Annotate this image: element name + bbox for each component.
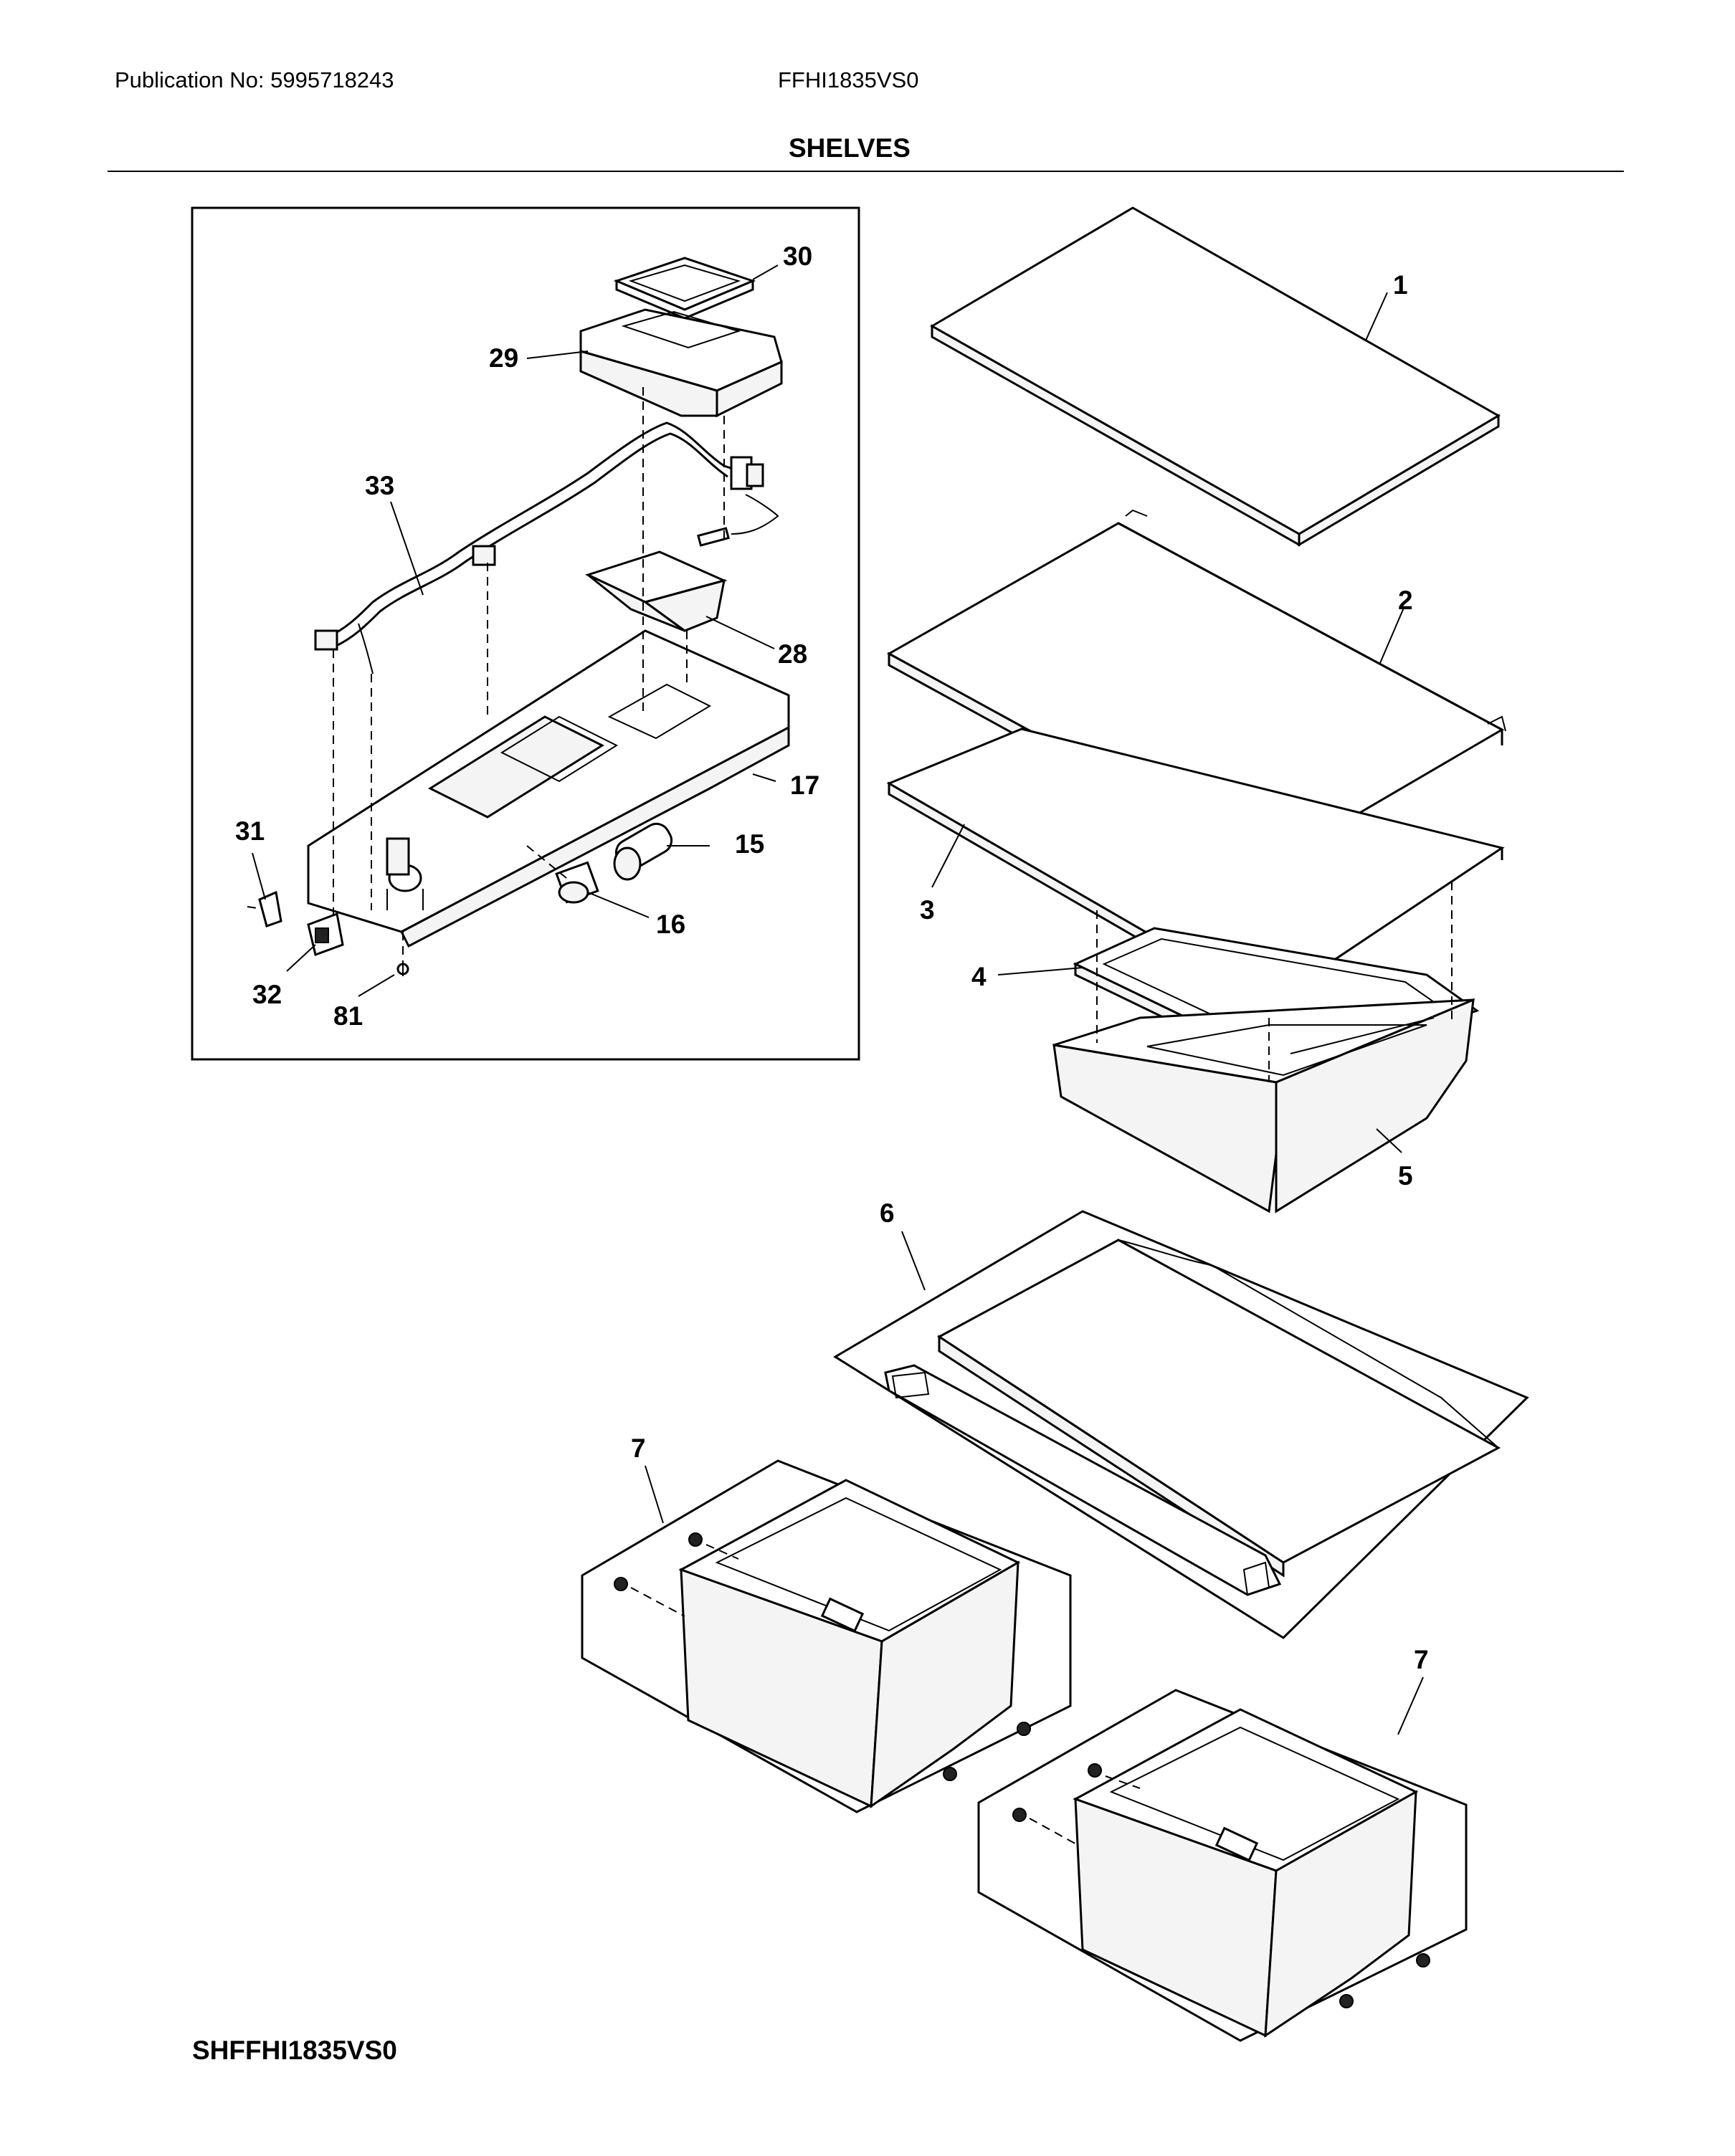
header-divider [108, 171, 1624, 172]
callout-28: 28 [778, 639, 807, 669]
part-6-inset [833, 1210, 1529, 1639]
part-7b-inset [977, 1689, 1468, 2042]
part-33-harness [314, 421, 779, 674]
part-28-diffuser [584, 550, 728, 632]
callout-32: 32 [252, 980, 282, 1009]
part-5-drawer [1052, 998, 1475, 1213]
callout-2: 2 [1398, 586, 1413, 615]
part-30-seal [613, 257, 756, 320]
callout-29: 29 [489, 343, 518, 373]
callout-1: 1 [1393, 270, 1408, 300]
callout-3: 3 [920, 895, 935, 925]
callout-labels: 1 2 3 4 5 6 7 7 15 16 17 28 29 30 31 32 … [235, 242, 1429, 1674]
light-module-inset [191, 206, 860, 1061]
page-title: SHELVES [789, 133, 911, 163]
callout-5: 5 [1398, 1161, 1413, 1191]
model-number: FFHI1835VS0 [778, 67, 919, 92]
part-7a-screws [614, 1532, 1031, 1781]
callout-7-right: 7 [1414, 1645, 1429, 1674]
callout-7-left: 7 [631, 1434, 646, 1463]
part-7a-drawer [678, 1479, 1021, 1809]
callout-6: 6 [880, 1198, 895, 1228]
callout-31: 31 [235, 816, 265, 846]
part-17-housing [307, 629, 790, 948]
callout-16: 16 [656, 910, 685, 939]
callout-30: 30 [783, 242, 812, 271]
part-7b-drawer [1073, 1708, 1419, 2038]
alignment-lines-inset [247, 387, 725, 960]
part-6-crisper-cover [884, 1239, 1501, 1596]
publication-number: Publication No: 5995718243 [115, 67, 394, 92]
part-81-screw [396, 960, 409, 976]
part-32-switch [307, 912, 344, 956]
part-7b-screws [1012, 1763, 1430, 2008]
part-15-bulb [613, 822, 673, 881]
callout-81: 81 [333, 1001, 363, 1031]
part-29-housing [579, 308, 783, 418]
part-7a-inset [581, 1459, 1072, 1813]
callout-17: 17 [790, 771, 819, 800]
part-31-clip [258, 890, 282, 927]
callout-15: 15 [735, 829, 764, 859]
leader-lines [252, 264, 1424, 1735]
diagram-code: SHFFHI1835VS0 [192, 2036, 397, 2065]
part-1-shelf [930, 206, 1501, 547]
alignment-lines-shelves [1096, 882, 1453, 1082]
part-16-socket [555, 861, 599, 904]
callout-4: 4 [971, 962, 987, 991]
inset-frame [191, 206, 860, 1061]
callout-33: 33 [365, 471, 394, 500]
